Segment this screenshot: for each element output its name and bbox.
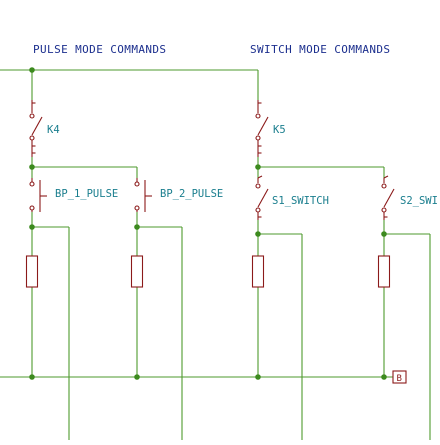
connector-b-symbol xyxy=(392,370,407,384)
s2-switch-symbol xyxy=(381,175,395,220)
junction-dot xyxy=(134,374,140,380)
junction-dot xyxy=(381,374,387,380)
resistor-4 xyxy=(377,255,391,288)
pulse-mode-title: PULSE MODE COMMANDS xyxy=(33,43,166,56)
bp2-pushbutton-symbol xyxy=(134,178,152,212)
bp1-pushbutton-symbol xyxy=(29,178,47,212)
resistor-1 xyxy=(25,255,39,288)
component-labels: K4 K5 BP_1_PULSE BP_2_PULSE S1_SWITCH S2… xyxy=(47,124,438,207)
resistor-3 xyxy=(251,255,265,288)
label-s2: S2_SWI xyxy=(400,195,438,207)
label-k4: K4 xyxy=(47,124,60,136)
connector-b-label: B xyxy=(397,374,402,384)
junctions xyxy=(29,67,387,380)
junction-dot xyxy=(134,224,140,230)
wires xyxy=(0,69,431,440)
junction-dot xyxy=(29,224,35,230)
label-k5: K5 xyxy=(273,124,286,136)
junction-dot xyxy=(255,164,261,170)
junction-dot xyxy=(255,374,261,380)
label-bp1: BP_1_PULSE xyxy=(55,188,118,200)
components xyxy=(25,100,407,384)
junction-dot xyxy=(29,67,35,73)
label-s1: S1_SWITCH xyxy=(272,195,329,207)
junction-dot xyxy=(381,231,387,237)
label-bp2: BP_2_PULSE xyxy=(160,188,223,200)
junction-dot xyxy=(29,164,35,170)
k4-contact-symbol xyxy=(29,100,43,157)
junction-dot xyxy=(255,231,261,237)
k5-contact-symbol xyxy=(255,100,269,157)
s1-switch-symbol xyxy=(255,175,269,220)
junction-dot xyxy=(29,374,35,380)
switch-mode-title: SWITCH MODE COMMANDS xyxy=(250,43,390,56)
resistor-2 xyxy=(130,255,144,288)
